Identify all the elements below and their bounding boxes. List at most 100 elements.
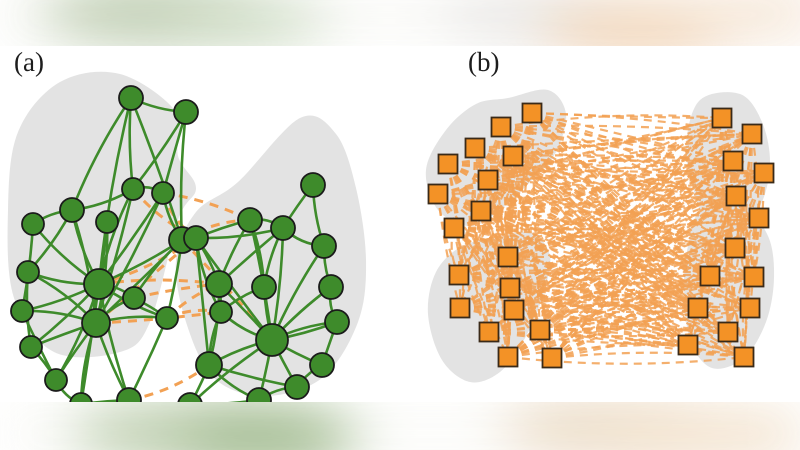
network-node-circle[interactable]: [16, 260, 40, 284]
inter-community-edge: [453, 171, 765, 230]
network-node-square[interactable]: [748, 207, 770, 229]
inter-community-edge: [473, 147, 510, 258]
network-node-square[interactable]: [449, 297, 471, 319]
inter-community-edge: [720, 117, 731, 333]
network-node-circle[interactable]: [118, 85, 144, 111]
inter-community-edge: [458, 155, 515, 276]
network-node-circle[interactable]: [81, 308, 111, 338]
network-node-square[interactable]: [503, 299, 525, 321]
network-node-circle[interactable]: [155, 306, 179, 330]
network-node-circle[interactable]: [324, 309, 350, 335]
network-node-square[interactable]: [725, 185, 747, 207]
network-node-circle[interactable]: [270, 215, 296, 241]
inter-community-edge: [437, 159, 734, 196]
network-node-circle[interactable]: [205, 270, 233, 298]
network-node-square[interactable]: [497, 246, 519, 268]
network-node-square[interactable]: [502, 145, 524, 167]
inter-community-edge: [459, 194, 737, 309]
network-node-circle[interactable]: [83, 268, 115, 300]
inter-community-edge: [531, 112, 760, 220]
inter-community-edge: [539, 328, 689, 347]
inter-community-edge: [551, 117, 723, 359]
inter-community-edge: [437, 132, 753, 196]
network-node-circle[interactable]: [318, 274, 344, 300]
inter-community-edge: [509, 274, 711, 290]
network-node-square[interactable]: [521, 102, 543, 124]
inter-community-edge: [686, 195, 738, 346]
inter-community-edge: [513, 308, 745, 359]
network-node-square[interactable]: [499, 277, 521, 299]
network-node-circle[interactable]: [195, 351, 223, 379]
network-node-circle[interactable]: [121, 177, 145, 201]
network-node-square[interactable]: [478, 321, 500, 343]
network-node-square[interactable]: [699, 265, 721, 287]
panel-b-label: (b): [468, 47, 500, 77]
network-node-square[interactable]: [477, 169, 499, 191]
network-node-square[interactable]: [541, 347, 563, 369]
network-node-circle[interactable]: [59, 197, 85, 223]
network-node-circle[interactable]: [246, 387, 272, 402]
network-node-square[interactable]: [687, 297, 709, 319]
network-node-square[interactable]: [497, 346, 519, 368]
network-node-circle[interactable]: [251, 274, 277, 300]
inter-community-edge: [539, 306, 751, 332]
network-node-square[interactable]: [753, 162, 775, 184]
network-node-circle[interactable]: [173, 99, 199, 125]
network-node-circle[interactable]: [177, 392, 203, 402]
network-node-circle[interactable]: [209, 300, 233, 324]
inter-community-edge: [507, 255, 699, 310]
network-node-square[interactable]: [743, 266, 765, 288]
network-node-circle[interactable]: [300, 172, 326, 198]
network-node-circle[interactable]: [69, 392, 93, 402]
network-node-circle[interactable]: [183, 225, 209, 251]
intra-community-edge: [194, 236, 211, 367]
inter-community-edge: [725, 195, 738, 333]
network-node-square[interactable]: [717, 321, 739, 343]
network-node-circle[interactable]: [21, 212, 45, 236]
network-node-circle[interactable]: [19, 335, 43, 359]
inter-community-edge: [551, 351, 745, 360]
inter-community-edge: [437, 116, 723, 196]
network-node-circle[interactable]: [255, 323, 289, 357]
network-node-square[interactable]: [529, 319, 551, 341]
inter-community-edge: [507, 306, 751, 359]
inter-community-edge: [488, 330, 745, 359]
network-node-square[interactable]: [470, 200, 492, 222]
network-node-square[interactable]: [490, 116, 512, 138]
network-node-circle[interactable]: [311, 233, 337, 259]
inter-community-edge: [509, 286, 751, 310]
network-node-square[interactable]: [739, 297, 761, 319]
inter-community-edge: [726, 133, 754, 333]
inter-community-edge: [488, 160, 734, 333]
network-node-circle[interactable]: [116, 387, 142, 402]
inter-community-edge: [453, 117, 723, 230]
network-node-square[interactable]: [724, 237, 746, 259]
network-node-square[interactable]: [464, 137, 486, 159]
network-node-circle[interactable]: [237, 207, 263, 233]
network-node-square[interactable]: [448, 264, 470, 286]
inter-community-edge: [459, 133, 753, 309]
inter-community-edge: [479, 210, 491, 333]
network-node-circle[interactable]: [151, 181, 175, 205]
inter-community-edge: [488, 217, 760, 334]
network-node-circle[interactable]: [284, 374, 310, 400]
network-node-square[interactable]: [722, 150, 744, 172]
network-node-square[interactable]: [711, 107, 733, 129]
network-node-square[interactable]: [733, 346, 755, 368]
network-node-square[interactable]: [443, 217, 465, 239]
inter-community-edge: [513, 303, 699, 312]
network-node-circle[interactable]: [95, 210, 119, 234]
inter-community-edge: [485, 126, 503, 333]
inter-community-edge: [551, 341, 689, 360]
network-node-circle[interactable]: [309, 352, 335, 378]
network-node-square[interactable]: [437, 153, 459, 175]
network-node-square[interactable]: [427, 183, 449, 205]
network-node-circle[interactable]: [44, 368, 68, 392]
network-node-circle[interactable]: [10, 299, 34, 323]
inter-community-edge: [507, 355, 745, 365]
network-node-square[interactable]: [741, 123, 763, 145]
network-node-circle[interactable]: [122, 286, 146, 310]
inter-community-edge: [507, 306, 699, 359]
network-node-square[interactable]: [677, 334, 699, 356]
